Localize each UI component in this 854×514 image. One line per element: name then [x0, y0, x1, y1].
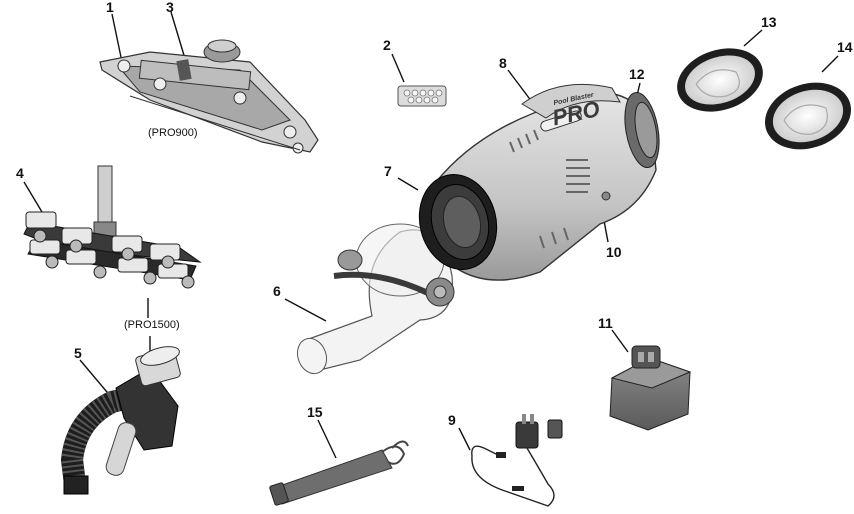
- model-label-pro1500: (PRO1500): [124, 319, 180, 331]
- callout-10: 10: [606, 244, 622, 260]
- part-2-brush: [397, 85, 447, 107]
- part-1-vacuum-head-pro900: [99, 39, 319, 154]
- callout-1: 1: [106, 0, 114, 15]
- callout-5: 5: [74, 345, 82, 361]
- callout-11: 11: [598, 315, 613, 331]
- callout-7: 7: [384, 163, 392, 179]
- callout-3: 3: [166, 0, 174, 15]
- callout-6: 6: [273, 283, 281, 299]
- part-14-filter-bag: [765, 82, 851, 150]
- leader-lines: [23, 11, 839, 459]
- callout-4: 4: [16, 165, 24, 181]
- callout-15: 15: [307, 404, 323, 420]
- part-9-charger: [471, 414, 563, 507]
- part-4-vacuum-head-pro1500: [23, 165, 202, 289]
- callout-9: 9: [448, 412, 456, 428]
- callout-2: 2: [383, 37, 391, 53]
- part-15-strap: [269, 440, 409, 506]
- part-6-clear-nozzle: [296, 223, 455, 375]
- part-11-battery: [609, 345, 692, 431]
- callout-13: 13: [761, 14, 777, 30]
- callout-8: 8: [499, 55, 507, 71]
- callout-14: 14: [837, 39, 853, 55]
- part-5-hose-adapter: [60, 346, 181, 495]
- callout-12: 12: [629, 66, 645, 82]
- part-13-filter-bag: [677, 48, 763, 112]
- model-label-pro900: (PRO900): [148, 127, 198, 139]
- part-8-vacuum-body: [418, 83, 660, 281]
